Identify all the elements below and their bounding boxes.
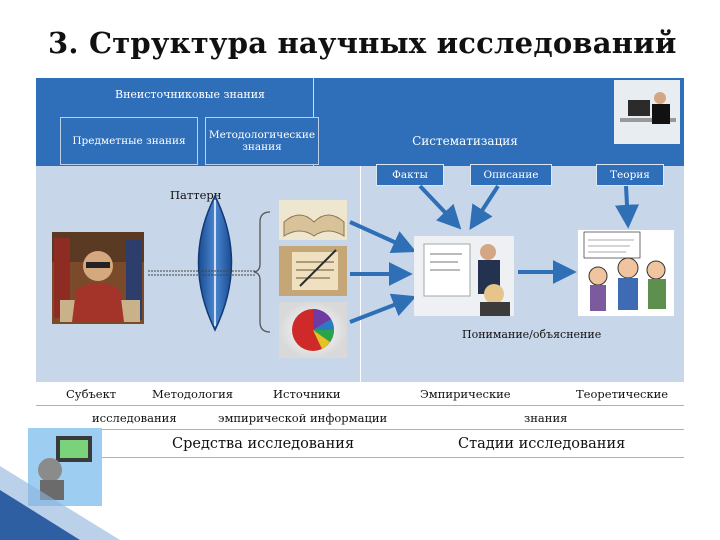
subject-label: Субъект bbox=[66, 387, 117, 401]
letter-photo bbox=[279, 246, 347, 296]
bottom-table bbox=[36, 382, 684, 458]
row-divider bbox=[36, 457, 684, 458]
methodological-knowledge-box: Методологические знания bbox=[205, 117, 319, 165]
book-photo bbox=[279, 200, 347, 240]
pattern-label: Паттерн bbox=[170, 188, 222, 202]
arrow-facts-to-photo bbox=[418, 184, 462, 230]
description-box: Описание bbox=[470, 164, 552, 186]
pattern-line bbox=[148, 270, 256, 276]
extra-source-knowledge-label: Внеисточниковые знания bbox=[114, 88, 265, 101]
understanding-label: Понимание/объяснение bbox=[462, 328, 602, 341]
research-label: исследования bbox=[92, 411, 177, 425]
arrow-chart-to-presentation bbox=[349, 293, 417, 324]
systematization-label: Систематизация bbox=[412, 134, 518, 148]
scholar-photo bbox=[52, 232, 144, 324]
scientists-cartoon bbox=[578, 230, 674, 316]
pattern-lens-icon bbox=[197, 194, 233, 332]
research-means-label: Средства исследования bbox=[172, 436, 355, 452]
sources-bracket bbox=[253, 211, 271, 333]
row-divider bbox=[36, 405, 684, 406]
sources-label: Источники bbox=[273, 387, 341, 401]
decorative-stripes bbox=[0, 466, 120, 540]
knowledge-label: знания bbox=[524, 411, 568, 425]
arrow-theory-to-cartoon bbox=[615, 185, 639, 229]
subject-knowledge-box: Предметные знания bbox=[60, 117, 198, 165]
businessman-photo bbox=[614, 80, 680, 144]
facts-box: Факты bbox=[376, 164, 444, 186]
methodology-label: Методология bbox=[152, 387, 234, 401]
empirical-information-label: эмпирической информации bbox=[218, 411, 388, 425]
arrow-book-to-presentation bbox=[349, 220, 417, 254]
arrow-description-to-photo bbox=[469, 184, 500, 231]
theory-box: Теория bbox=[596, 164, 664, 186]
empirical-label: Эмпирические bbox=[420, 387, 511, 401]
pie-chart-photo bbox=[279, 302, 347, 358]
presentation-photo bbox=[414, 236, 514, 316]
research-stages-label: Стадии исследования bbox=[458, 436, 626, 452]
row-divider bbox=[36, 429, 684, 430]
theoretical-label: Теоретические bbox=[576, 387, 669, 401]
page-title: 3. Структура научных исследований bbox=[48, 26, 677, 60]
